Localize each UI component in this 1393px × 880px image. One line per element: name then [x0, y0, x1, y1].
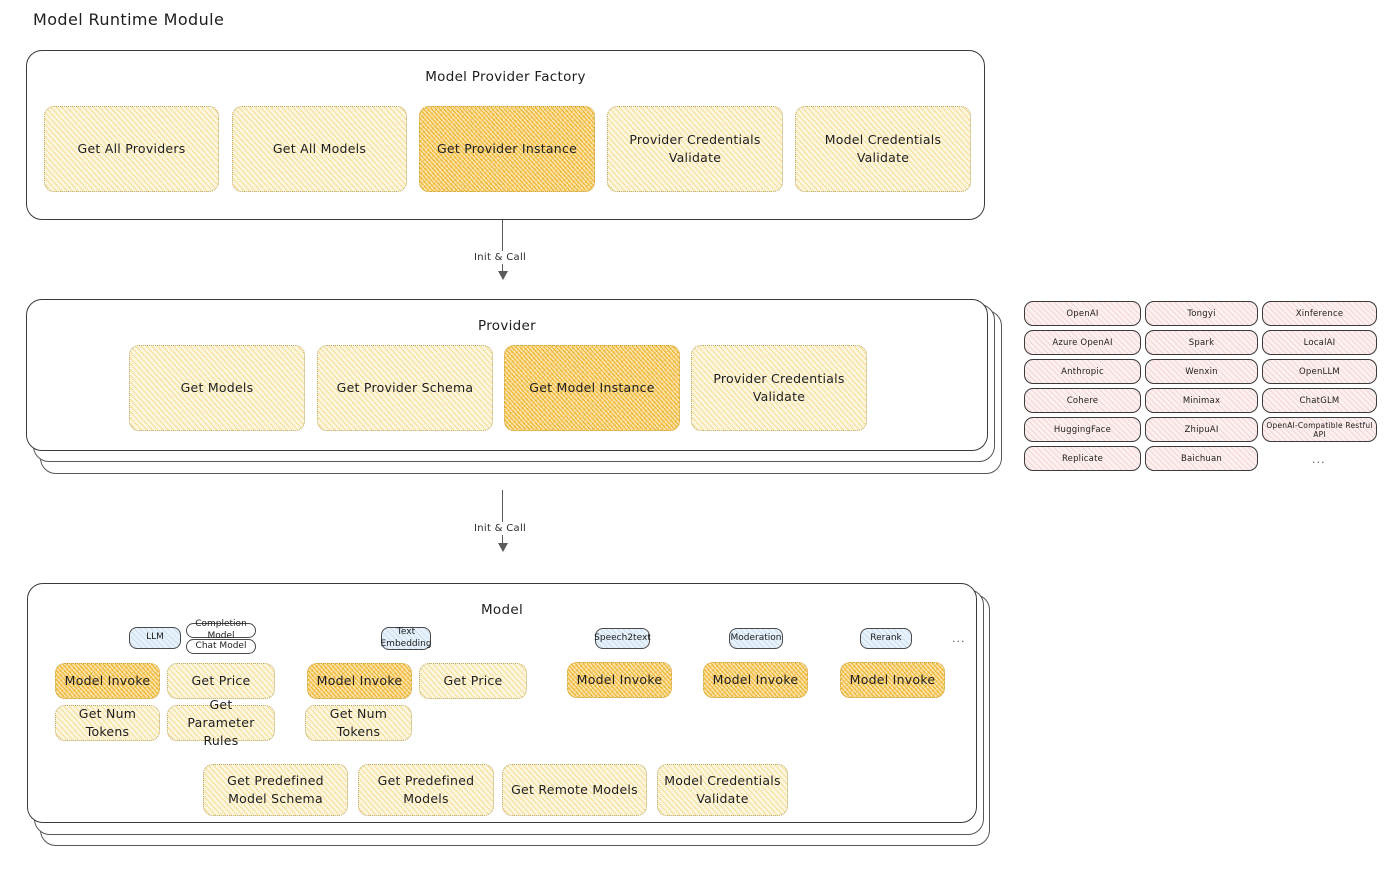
factory-node-model-credentials-validate[interactable]: Model Credentials Validate	[795, 106, 971, 192]
provider-node-get-model-instance[interactable]: Get Model Instance	[504, 345, 680, 431]
provider-chip-anthropic[interactable]: Anthropic	[1024, 359, 1141, 384]
model-embedding-node-model-invoke[interactable]: Model Invoke	[307, 663, 412, 699]
provider-chip-baichuan[interactable]: Baichuan	[1145, 446, 1258, 471]
provider-node-get-provider-schema[interactable]: Get Provider Schema	[317, 345, 493, 431]
provider-list-more-ellipsis: ...	[1312, 453, 1326, 466]
factory-node-provider-credentials-validate[interactable]: Provider Credentials Validate	[607, 106, 783, 192]
model-provider-factory-title: Model Provider Factory	[425, 69, 586, 85]
model-shared-node-get-remote-models[interactable]: Get Remote Models	[502, 764, 647, 816]
provider-chip-minimax[interactable]: Minimax	[1145, 388, 1258, 413]
arrow-provider-to-model-label: Init & Call	[470, 522, 531, 535]
model-llm-node-get-parameter-rules[interactable]: Get Parameter Rules	[167, 697, 275, 748]
provider-chip-wenxin[interactable]: Wenxin	[1145, 359, 1258, 384]
provider-node-provider-credentials-validate[interactable]: Provider Credentials Validate	[691, 345, 867, 431]
provider-chip-localai[interactable]: LocalAI	[1262, 330, 1377, 355]
model-title: Model	[480, 602, 524, 618]
model-badge-completion-model[interactable]: Completion Model	[186, 619, 256, 641]
provider-chip-openllm[interactable]: OpenLLM	[1262, 359, 1377, 384]
provider-chip-replicate[interactable]: Replicate	[1024, 446, 1141, 471]
provider-chip-spark[interactable]: Spark	[1145, 330, 1258, 355]
model-badge-text-embedding[interactable]: Text Embedding	[380, 627, 432, 650]
provider-chip-chatglm[interactable]: ChatGLM	[1262, 388, 1377, 413]
arrow-factory-to-provider-line	[502, 220, 504, 278]
model-shared-node-get-predefined-models[interactable]: Get Predefined Models	[358, 764, 494, 816]
provider-node-get-models[interactable]: Get Models	[129, 345, 305, 431]
arrow-factory-to-provider-label: Init & Call	[470, 251, 531, 264]
model-speech2text-node-model-invoke[interactable]: Model Invoke	[567, 662, 672, 698]
provider-chip-zhipuai[interactable]: ZhipuAI	[1145, 417, 1258, 442]
model-badge-moderation[interactable]: Moderation	[729, 628, 783, 649]
arrow-factory-to-provider-head	[498, 271, 508, 280]
model-groups-more-ellipsis: ...	[952, 632, 966, 645]
provider-chip-tongyi[interactable]: Tongyi	[1145, 301, 1258, 326]
provider-chip-xinference[interactable]: Xinference	[1262, 301, 1377, 326]
arrow-provider-to-model-head	[498, 543, 508, 552]
model-embedding-node-get-price[interactable]: Get Price	[419, 663, 527, 699]
model-llm-node-get-num-tokens[interactable]: Get Num Tokens	[55, 705, 160, 741]
model-embedding-node-get-num-tokens[interactable]: Get Num Tokens	[305, 705, 412, 741]
model-badge-llm[interactable]: LLM	[129, 627, 181, 649]
factory-node-get-all-models[interactable]: Get All Models	[232, 106, 407, 192]
factory-node-get-all-providers[interactable]: Get All Providers	[44, 106, 219, 192]
model-moderation-node-model-invoke[interactable]: Model Invoke	[703, 662, 808, 698]
model-badge-rerank[interactable]: Rerank	[860, 628, 912, 649]
model-badge-chat-model[interactable]: Chat Model	[186, 639, 256, 654]
provider-chip-openai-compatible-restful-api[interactable]: OpenAI-Compatible Restful API	[1262, 417, 1377, 442]
factory-node-get-provider-instance[interactable]: Get Provider Instance	[419, 106, 595, 192]
model-shared-node-get-predefined-model-schema[interactable]: Get Predefined Model Schema	[203, 764, 348, 816]
provider-chip-azure-openai[interactable]: Azure OpenAI	[1024, 330, 1141, 355]
model-llm-node-get-price[interactable]: Get Price	[167, 663, 275, 699]
provider-title: Provider	[478, 318, 536, 334]
model-llm-node-model-invoke[interactable]: Model Invoke	[55, 663, 160, 699]
model-rerank-node-model-invoke[interactable]: Model Invoke	[840, 662, 945, 698]
model-shared-node-model-credentials-validate[interactable]: Model Credentials Validate	[657, 764, 788, 816]
provider-chip-openai[interactable]: OpenAI	[1024, 301, 1141, 326]
provider-chip-cohere[interactable]: Cohere	[1024, 388, 1141, 413]
arrow-provider-to-model-line	[502, 490, 504, 550]
model-badge-speech2text[interactable]: Speech2text	[594, 628, 651, 649]
provider-chip-huggingface[interactable]: HuggingFace	[1024, 417, 1141, 442]
page-title: Model Runtime Module	[33, 10, 225, 29]
